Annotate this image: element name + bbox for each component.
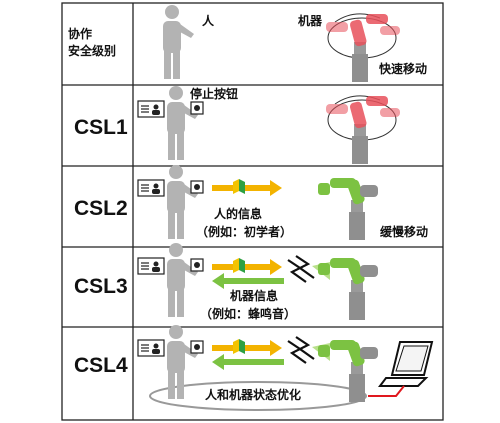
fast-move-label: 快速移动 (379, 61, 427, 76)
person-label: 人 (202, 13, 215, 28)
connection-cable (368, 385, 405, 397)
laptop-icon (378, 341, 434, 387)
slow-move-label: 缓慢移动 (380, 224, 428, 239)
robot-arm-icon (318, 258, 378, 320)
human-info-label: 人的信息 (214, 206, 262, 221)
person-icon (167, 325, 198, 399)
id-card-icon (137, 257, 165, 275)
optimization-loop (149, 381, 367, 411)
person-icon (163, 5, 194, 79)
id-card-icon (137, 339, 165, 357)
stop-button-label: 停止按钮 (190, 86, 238, 101)
arrow-to-human (212, 273, 284, 289)
machine-info-example: （例如：蜂鸣音） (200, 306, 296, 321)
id-card-icon (137, 179, 165, 197)
level-csl3: CSL3 (74, 275, 128, 298)
arrow-to-human (212, 354, 284, 370)
machine-info-label: 机器信息 (230, 288, 278, 303)
table-grid (61, 2, 444, 421)
robot-arm-icon (318, 178, 378, 240)
robot-label: 机器 (298, 13, 323, 28)
stop-button-icon (190, 101, 204, 115)
person-icon (167, 243, 198, 317)
level-header-line2: 安全级别 (68, 43, 116, 58)
beginner-mark-icon (233, 339, 245, 354)
optimization-label: 人和机器状态优化 (205, 387, 301, 402)
robot-arm-icon (318, 340, 378, 402)
human-info-example: （例如：初学者） (196, 224, 292, 239)
robot-arm-icon (326, 95, 400, 164)
beginner-mark-icon (233, 258, 245, 273)
level-csl2: CSL2 (74, 197, 128, 220)
arrow-to-robot (212, 179, 282, 196)
robot-arm-icon (326, 13, 400, 82)
level-csl1: CSL1 (74, 116, 128, 139)
row-csl4: CSL4 人和机器状态优化 (74, 325, 434, 411)
level-csl4: CSL4 (74, 354, 128, 377)
level-header-line1: 协作 (68, 26, 92, 41)
stop-button-icon (190, 180, 204, 194)
person-icon (167, 165, 198, 239)
header-row: 协作 安全级别 人 机器 快速移动 (68, 5, 427, 82)
arrow-to-robot (212, 258, 282, 275)
row-csl1: CSL1 停止按钮 (74, 86, 400, 164)
arrow-to-robot (212, 339, 282, 356)
stop-button-icon (190, 258, 204, 272)
row-csl2: CSL2 人的信息 （例如：初学者） 缓慢移动 (74, 165, 428, 240)
row-csl3: CSL3 机器信息 （例如：蜂鸣音） (74, 243, 378, 321)
beginner-mark-icon (233, 179, 245, 194)
stop-button-icon (190, 340, 204, 354)
id-card-icon (137, 100, 165, 118)
